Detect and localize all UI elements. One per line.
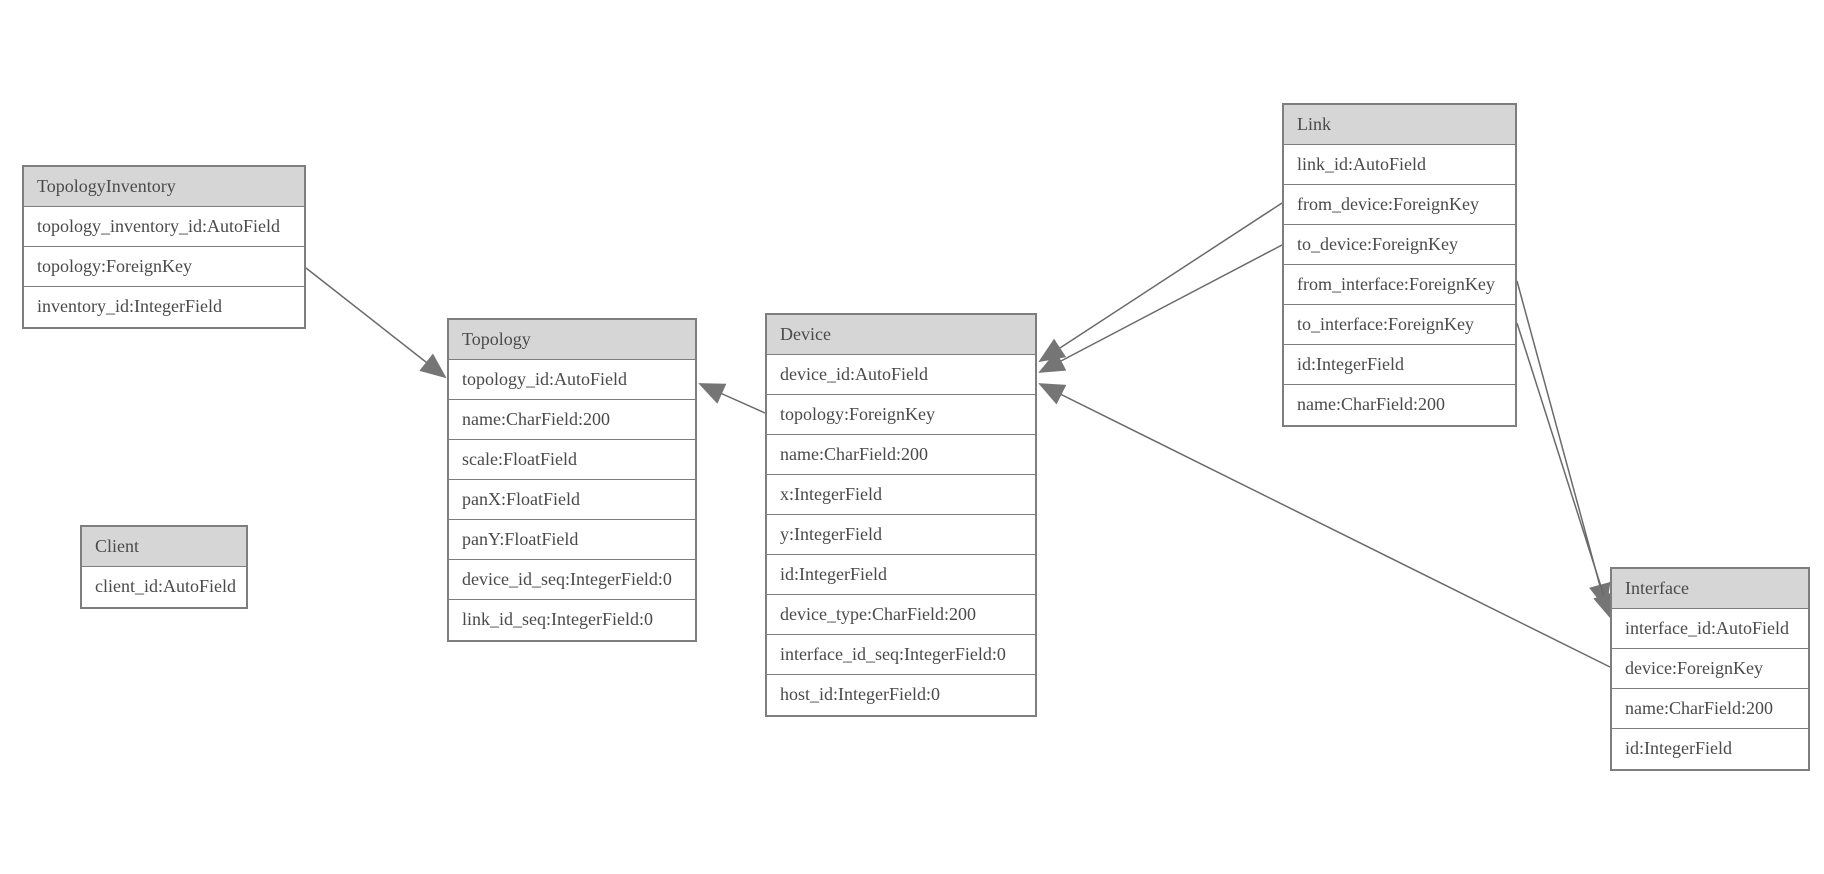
field-row-id: id:IntegerField — [767, 555, 1035, 595]
entity-title-device: Device — [767, 315, 1035, 355]
field-row-name: name:CharField:200 — [767, 435, 1035, 475]
field-row-inventory-id: inventory_id:IntegerField — [24, 287, 304, 327]
field-row-name: name:CharField:200 — [1612, 689, 1808, 729]
entity-title-topology: Topology — [449, 320, 695, 360]
field-row-device-id-seq: device_id_seq:IntegerField:0 — [449, 560, 695, 600]
relation-device-topology-to-topology-topology-id — [698, 383, 766, 414]
field-row-device: device:ForeignKey — [1612, 649, 1808, 689]
field-row-to-interface: to_interface:ForeignKey — [1284, 305, 1515, 345]
field-row-from-interface: from_interface:ForeignKey — [1284, 265, 1515, 305]
entity-title-client: Client — [82, 527, 246, 567]
field-row-y: y:IntegerField — [767, 515, 1035, 555]
field-row-link-id: link_id:AutoField — [1284, 145, 1515, 185]
field-row-topology: topology:ForeignKey — [24, 247, 304, 287]
field-row-from-device: from_device:ForeignKey — [1284, 185, 1515, 225]
field-row-pan-x: panX:FloatField — [449, 480, 695, 520]
entity-title-link: Link — [1284, 105, 1515, 145]
field-row-to-device: to_device:ForeignKey — [1284, 225, 1515, 265]
field-row-host-id: host_id:IntegerField:0 — [767, 675, 1035, 715]
field-row-scale: scale:FloatField — [449, 440, 695, 480]
field-row-device-type: device_type:CharField:200 — [767, 595, 1035, 635]
field-row-interface-id-seq: interface_id_seq:IntegerField:0 — [767, 635, 1035, 675]
relation-interface-device-to-device-device-id — [1038, 383, 1611, 668]
field-row-pan-y: panY:FloatField — [449, 520, 695, 560]
field-row-id: id:IntegerField — [1284, 345, 1515, 385]
field-row-x: x:IntegerField — [767, 475, 1035, 515]
relation-topology-inventory-topology-to-topology-topology-id — [305, 267, 447, 379]
entity-title-interface: Interface — [1612, 569, 1808, 609]
field-row-name: name:CharField:200 — [449, 400, 695, 440]
field-row-id: id:IntegerField — [1612, 729, 1808, 769]
relation-link-to-interface-to-interface-interface-id — [1516, 322, 1615, 620]
field-row-topology: topology:ForeignKey — [767, 395, 1035, 435]
field-row-device-id: device_id:AutoField — [767, 355, 1035, 395]
entity-title-topology-inventory: TopologyInventory — [24, 167, 304, 207]
field-row-topology-id: topology_id:AutoField — [449, 360, 695, 400]
field-row-interface-id: interface_id:AutoField — [1612, 609, 1808, 649]
field-row-name: name:CharField:200 — [1284, 385, 1515, 425]
relation-link-from-device-to-device-device-id — [1038, 202, 1283, 363]
field-row-client-id: client_id:AutoField — [82, 567, 246, 607]
relation-link-to-device-to-device-device-id — [1038, 244, 1283, 373]
field-row-topology-inventory-id: topology_inventory_id:AutoField — [24, 207, 304, 247]
field-row-link-id-seq: link_id_seq:IntegerField:0 — [449, 600, 695, 640]
